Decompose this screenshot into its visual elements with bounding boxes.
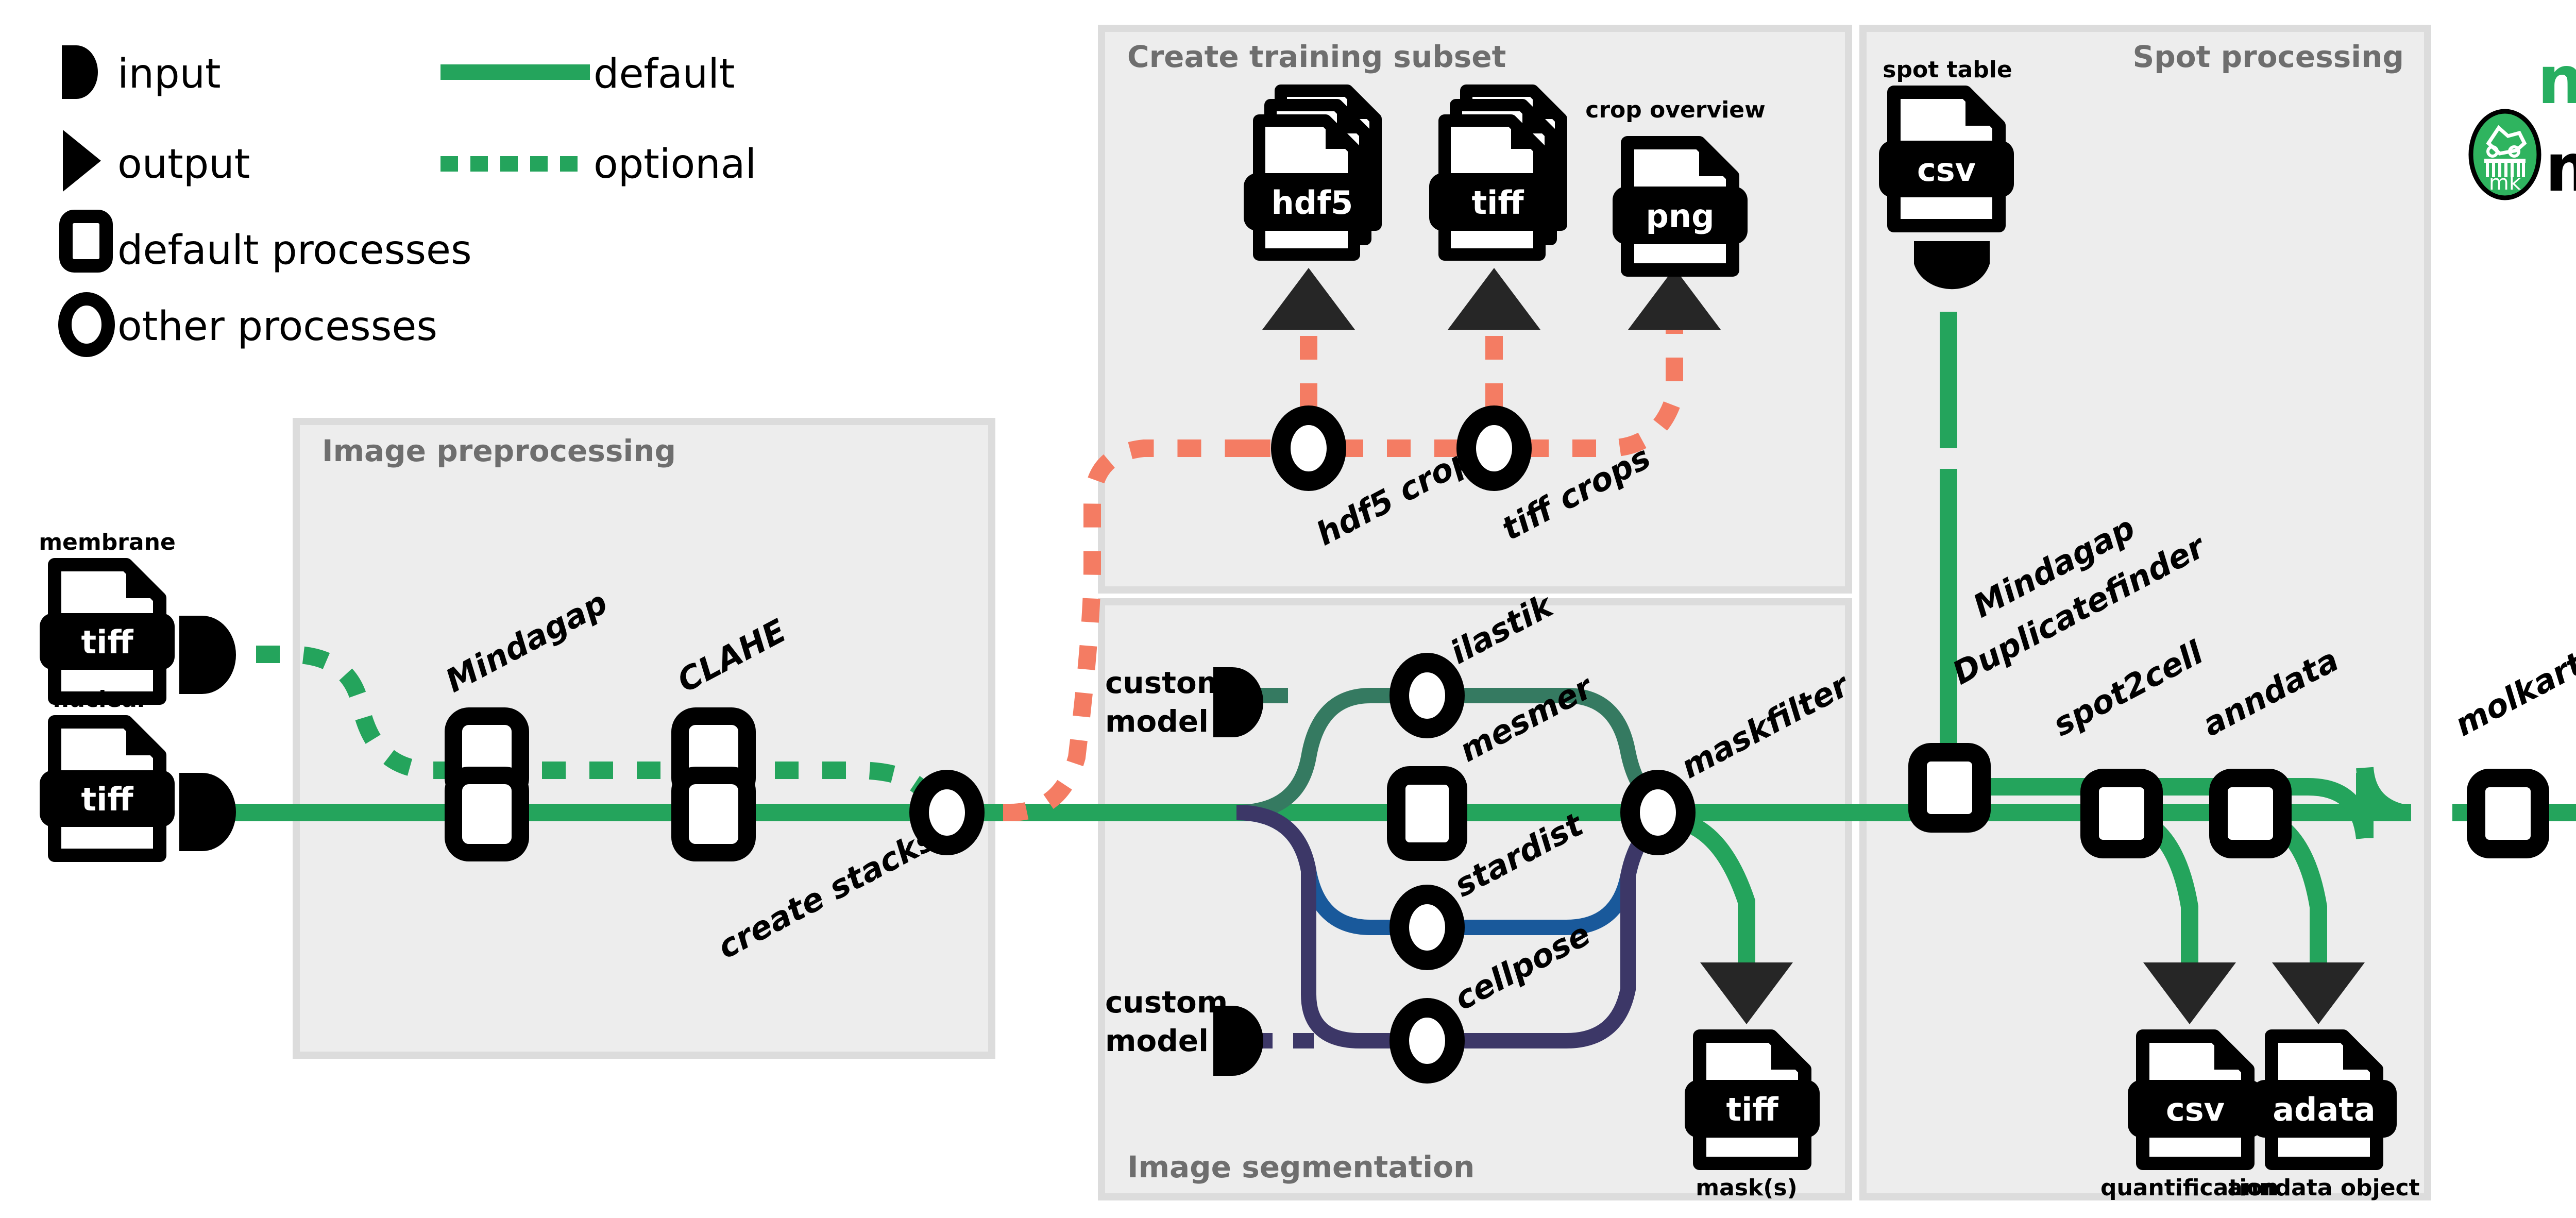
panel-title-spot-processing: Spot processing xyxy=(2133,39,2404,74)
output-caption-crop-overview: crop overview xyxy=(1585,97,1766,123)
file-ext-label: tiff xyxy=(81,781,133,818)
process-label-molkartqc: molkartqc xyxy=(2449,625,2576,743)
edge-right-branch-down xyxy=(2356,767,2411,821)
file-ext-label: hdf5 xyxy=(1272,184,1353,222)
process-node-stardist[interactable] xyxy=(1389,885,1465,970)
custom-model-ilastik-line1: custom xyxy=(1105,665,1228,700)
process-node-mindagap[interactable] xyxy=(445,707,529,861)
input-caption-nuclear: nuclear xyxy=(53,686,148,713)
process-node-cellpose[interactable] xyxy=(1389,998,1465,1084)
output-caption-anndata-object: anndata object xyxy=(2227,1175,2419,1201)
output-file-tiff-crops[interactable]: tiff xyxy=(1429,84,1567,261)
process-node-tiff-crops[interactable] xyxy=(1456,405,1532,491)
process-node-mindagap-duplicatefinder[interactable] xyxy=(1908,743,1991,833)
logo-org-text: nf-core/ xyxy=(2537,42,2576,119)
process-node-maskfilter[interactable] xyxy=(1620,770,1696,855)
file-ext-label: tiff xyxy=(1726,1091,1778,1128)
legend-marker-output xyxy=(63,130,101,192)
output-caption-quantification: quantification xyxy=(2100,1175,2279,1201)
output-arrow-png xyxy=(1628,268,1721,330)
file-ext-label: csv xyxy=(1917,151,1976,189)
process-node-mesmer[interactable] xyxy=(1387,766,1467,861)
edge-crops-optional xyxy=(956,330,1683,821)
mk-badge-icon: mk xyxy=(2468,109,2541,200)
input-caption-spot-table: spot table xyxy=(1883,57,2012,83)
input-caption-membrane: membrane xyxy=(39,529,176,555)
process-node-molkartqc[interactable] xyxy=(2467,769,2549,858)
output-file-quantification[interactable]: csv xyxy=(2128,1029,2263,1170)
output-caption-mask: mask(s) xyxy=(1696,1175,1797,1201)
panel-title-image-preprocessing: Image preprocessing xyxy=(322,433,676,468)
process-node-anndata[interactable] xyxy=(2209,769,2292,858)
input-dshape-custom-model-cellpose xyxy=(1213,1006,1263,1076)
logo-pipeline-text: molkart xyxy=(2545,130,2576,207)
input-dshape-nuclear xyxy=(179,773,236,851)
panel-image-preprocessing: Image preprocessing xyxy=(293,418,995,1059)
legend-label-default-line: default xyxy=(594,51,735,97)
output-arrow-mask xyxy=(1700,962,1793,1024)
legend-marker-other-processes xyxy=(58,292,115,357)
custom-model-cellpose-line1: custom xyxy=(1105,985,1228,1020)
panel-title-create-training-subset: Create training subset xyxy=(1127,39,1506,74)
input-file-nuclear[interactable]: tiff xyxy=(40,715,175,862)
output-arrow-hdf5 xyxy=(1262,268,1355,330)
input-file-spot-table[interactable]: csv xyxy=(1879,86,2014,232)
output-file-hdf5[interactable]: hdf5 xyxy=(1244,84,1382,261)
process-node-ilastik[interactable] xyxy=(1389,653,1465,738)
legend-label-other-processes: other processes xyxy=(117,303,437,350)
input-dshape-membrane xyxy=(179,616,236,694)
edge-maskfilter-to-mask xyxy=(1686,816,1755,969)
output-arrow-quantification xyxy=(2143,962,2236,1024)
process-node-create-stacks[interactable] xyxy=(909,770,985,855)
input-dshape-custom-model-ilastik xyxy=(1213,667,1263,737)
input-dshape-spot-table xyxy=(1914,241,1990,290)
legend-marker-input xyxy=(62,45,98,99)
process-node-hdf5-crops[interactable] xyxy=(1271,405,1346,491)
file-ext-label: adata xyxy=(2273,1091,2376,1128)
legend: input output default processes other pro… xyxy=(58,45,756,357)
legend-marker-default-processes xyxy=(59,210,113,273)
process-node-clahe[interactable] xyxy=(671,707,756,861)
file-ext-label: csv xyxy=(2166,1091,2225,1128)
process-node-spot2cell[interactable] xyxy=(2080,769,2163,858)
file-ext-label: tiff xyxy=(1471,184,1524,222)
output-arrow-tiff-crops xyxy=(1448,268,1540,330)
output-file-anndata-object[interactable]: adata xyxy=(2251,1029,2397,1170)
output-file-png[interactable]: png xyxy=(1613,136,1748,277)
legend-label-default-processes: default processes xyxy=(117,227,472,274)
custom-model-ilastik-line2: model xyxy=(1105,704,1209,739)
legend-label-input: input xyxy=(117,51,221,97)
logo-nf-core-molkart[interactable]: nf-core/ mk molkart xyxy=(2468,10,2576,207)
output-file-mask-tiff[interactable]: tiff xyxy=(1685,1029,1820,1170)
custom-model-cellpose-line2: model xyxy=(1105,1023,1209,1058)
legend-label-output: output xyxy=(117,141,250,188)
file-ext-label: png xyxy=(1646,197,1715,235)
file-ext-label: tiff xyxy=(81,623,133,661)
mk-badge-label: mk xyxy=(2489,171,2521,195)
input-file-membrane[interactable]: tiff xyxy=(40,558,175,705)
legend-label-optional-line: optional xyxy=(594,141,756,188)
output-arrow-anndata xyxy=(2272,962,2365,1024)
panel-title-image-segmentation: Image segmentation xyxy=(1127,1149,1475,1185)
